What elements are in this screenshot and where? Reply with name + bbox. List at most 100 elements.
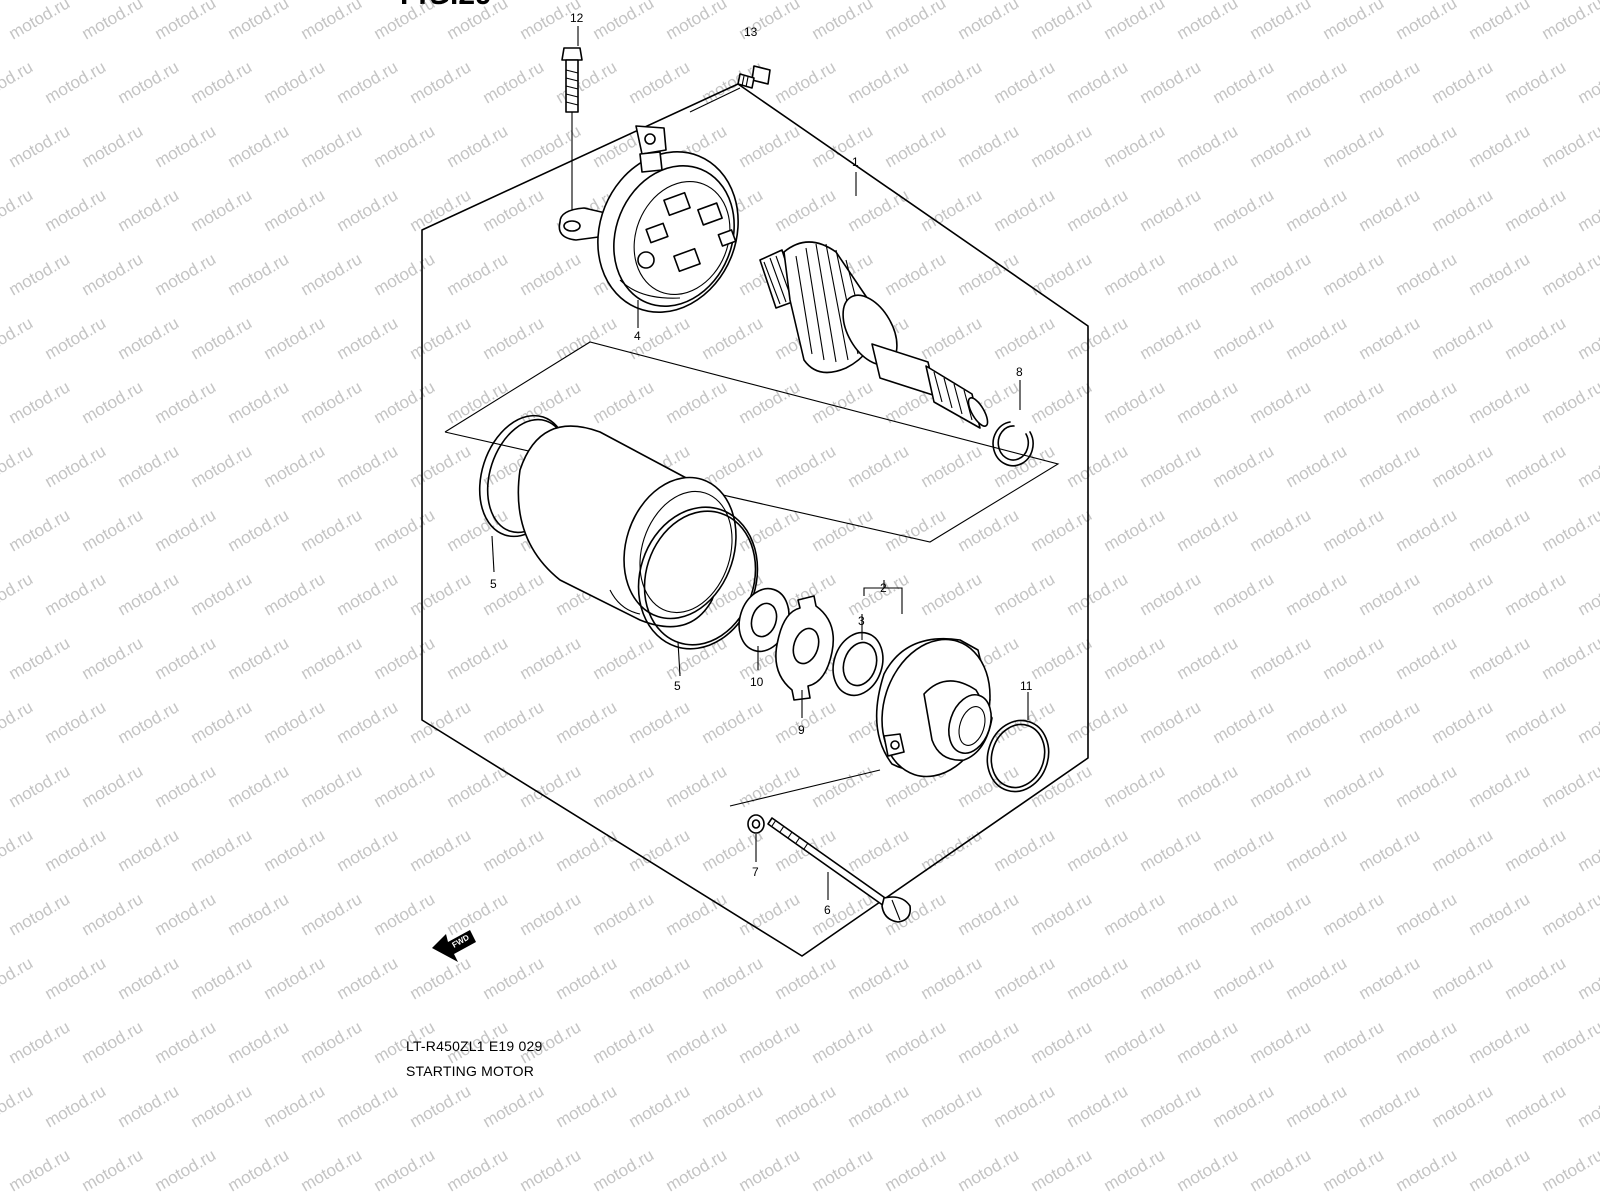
watermark-text: motod.ru xyxy=(1356,825,1424,875)
watermark-text: motod.ru xyxy=(1575,1081,1600,1131)
watermark-text: motod.ru xyxy=(590,633,658,683)
alignment-line-6 xyxy=(729,769,881,807)
lock-washer-9[interactable] xyxy=(775,595,835,701)
watermark-text: motod.ru xyxy=(225,633,293,683)
through-bolt-6[interactable] xyxy=(767,817,912,923)
watermark-text: motod.ru xyxy=(991,185,1059,235)
watermark-text: motod.ru xyxy=(1320,0,1388,43)
watermark-text: motod.ru xyxy=(991,313,1059,363)
watermark-text: motod.ru xyxy=(334,313,402,363)
watermark-text: motod.ru xyxy=(1283,953,1351,1003)
watermark-text: motod.ru xyxy=(1575,825,1600,875)
watermark-text: motod.ru xyxy=(809,505,877,555)
watermark-text: motod.ru xyxy=(407,1081,475,1131)
brush-holder-4[interactable] xyxy=(558,125,761,334)
watermark-text: motod.ru xyxy=(1064,1081,1132,1131)
watermark-text: motod.ru xyxy=(225,0,293,43)
o-ring-11[interactable] xyxy=(978,712,1057,799)
watermark-text: motod.ru xyxy=(1210,569,1278,619)
watermark-text: motod.ru xyxy=(1137,441,1205,491)
watermark-text: motod.ru xyxy=(553,697,621,747)
watermark-text: motod.ru xyxy=(261,441,329,491)
watermark-text: motod.ru xyxy=(407,697,475,747)
oil-seal-3[interactable] xyxy=(825,626,890,702)
watermark-text: motod.ru xyxy=(225,1017,293,1067)
watermark-text: motod.ru xyxy=(188,313,256,363)
watermark-text: motod.ru xyxy=(371,505,439,555)
watermark-text: motod.ru xyxy=(1247,249,1315,299)
watermark-text: motod.ru xyxy=(407,825,475,875)
watermark-text: motod.ru xyxy=(6,1017,74,1067)
watermark-text: motod.ru xyxy=(918,57,986,107)
watermark-text: motod.ru xyxy=(1101,377,1169,427)
watermark-text: motod.ru xyxy=(736,761,804,811)
watermark-text: motod.ru xyxy=(918,1081,986,1131)
bolt-13[interactable] xyxy=(737,65,771,89)
yoke-housing[interactable] xyxy=(517,425,753,633)
watermark-text: motod.ru xyxy=(809,0,877,43)
watermark-text: motod.ru xyxy=(480,313,548,363)
watermark-text: motod.ru xyxy=(1502,441,1570,491)
watermark-text: motod.ru xyxy=(1210,953,1278,1003)
watermark-text: motod.ru xyxy=(1502,697,1570,747)
watermark-text: motod.ru xyxy=(42,825,110,875)
watermark-text: motod.ru xyxy=(79,121,147,171)
watermark-text: motod.ru xyxy=(1466,761,1534,811)
watermark-text: motod.ru xyxy=(1429,569,1497,619)
watermark-text: motod.ru xyxy=(0,697,36,747)
washer-7[interactable] xyxy=(747,814,765,834)
watermark-text: motod.ru xyxy=(553,953,621,1003)
watermark-text: motod.ru xyxy=(1502,569,1570,619)
watermark-text: motod.ru xyxy=(407,953,475,1003)
watermark-text: motod.ru xyxy=(1028,1145,1096,1195)
watermark-text: motod.ru xyxy=(991,697,1059,747)
watermark-text: motod.ru xyxy=(1137,1081,1205,1131)
watermark-text: motod.ru xyxy=(152,377,220,427)
watermark-text: motod.ru xyxy=(1101,505,1169,555)
watermark-text: motod.ru xyxy=(553,825,621,875)
watermark-text: motod.ru xyxy=(480,185,548,235)
watermark-text: motod.ru xyxy=(334,697,402,747)
watermark-text: motod.ru xyxy=(1210,825,1278,875)
watermark-text: motod.ru xyxy=(188,441,256,491)
watermark-text: motod.ru xyxy=(261,569,329,619)
armature[interactable] xyxy=(759,241,991,429)
watermark-text: motod.ru xyxy=(371,377,439,427)
watermark-text: motod.ru xyxy=(334,1081,402,1131)
watermark-text: motod.ru xyxy=(955,505,1023,555)
watermark-text: motod.ru xyxy=(1210,57,1278,107)
watermark-text: motod.ru xyxy=(1502,313,1570,363)
watermark-text: motod.ru xyxy=(772,185,840,235)
watermark-text: motod.ru xyxy=(152,121,220,171)
circlip-8[interactable] xyxy=(992,421,1034,467)
callout-3: 3 xyxy=(858,614,865,628)
watermark-text: motod.ru xyxy=(590,1145,658,1195)
watermark-text: motod.ru xyxy=(918,185,986,235)
callout-9: 9 xyxy=(798,723,805,737)
watermark-text: motod.ru xyxy=(1466,633,1534,683)
watermark-text: motod.ru xyxy=(1247,505,1315,555)
leader-2 xyxy=(863,587,903,614)
watermark-text: motod.ru xyxy=(882,249,950,299)
watermark-text: motod.ru xyxy=(590,377,658,427)
watermark-text: motod.ru xyxy=(845,441,913,491)
watermark-text: motod.ru xyxy=(298,633,366,683)
watermark-text: motod.ru xyxy=(79,0,147,43)
watermark-text: motod.ru xyxy=(480,953,548,1003)
end-housing-2[interactable] xyxy=(865,625,1007,790)
watermark-text: motod.ru xyxy=(1320,633,1388,683)
watermark-text: motod.ru xyxy=(772,441,840,491)
watermark-text: motod.ru xyxy=(115,953,183,1003)
watermark-text: motod.ru xyxy=(6,1145,74,1195)
watermark-text: motod.ru xyxy=(152,633,220,683)
watermark-text: motod.ru xyxy=(0,569,36,619)
watermark-text: motod.ru xyxy=(188,953,256,1003)
watermark-text: motod.ru xyxy=(1466,121,1534,171)
watermark-text: motod.ru xyxy=(1210,1081,1278,1131)
watermark-text: motod.ru xyxy=(955,0,1023,43)
washer-10[interactable] xyxy=(731,582,796,658)
watermark-text: motod.ru xyxy=(261,825,329,875)
watermark-text: motod.ru xyxy=(1356,185,1424,235)
watermark-text: motod.ru xyxy=(1539,121,1600,171)
watermark-text: motod.ru xyxy=(1429,825,1497,875)
